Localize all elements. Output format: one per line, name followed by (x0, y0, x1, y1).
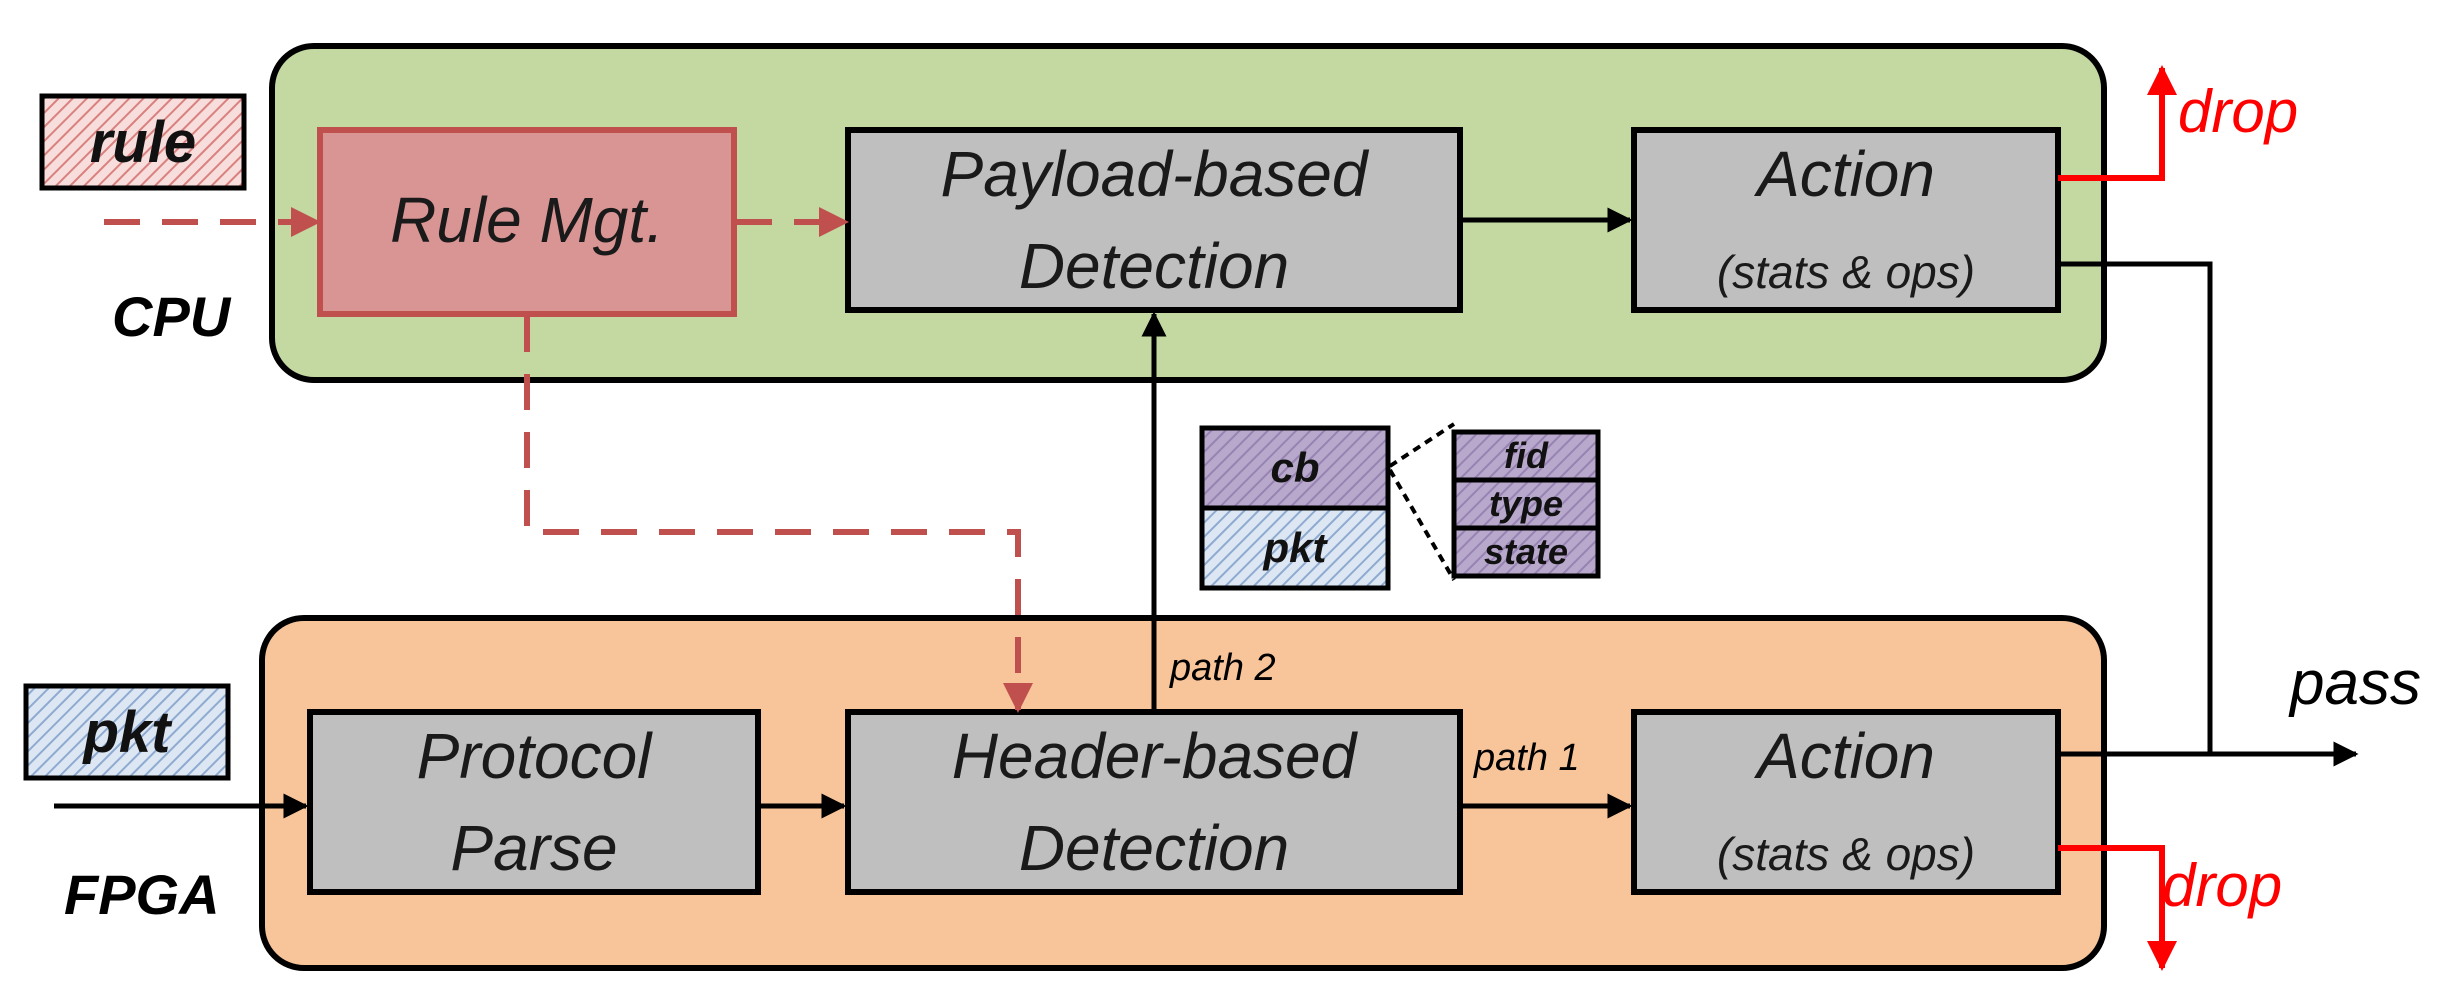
fpga-drop-label: drop (2162, 852, 2282, 919)
path2-label: path 2 (1169, 647, 1276, 689)
rule-input-label: rule (90, 110, 196, 175)
packet-format: cb pkt fid type state (1199, 422, 1601, 591)
payload-detection-label-1: Payload-based (941, 138, 1370, 210)
rule-input-tag (39, 93, 247, 191)
protocol-parse-label-1: Protocol (417, 720, 654, 792)
fpga-label: FPGA (64, 863, 220, 926)
cb-cell (1199, 425, 1391, 511)
cpu-drop-arrow (2058, 65, 2177, 181)
cpu-label: CPU (112, 285, 232, 348)
fid-label: fid (1504, 435, 1549, 476)
rule-mgt-box (317, 127, 737, 317)
type-label: type (1489, 483, 1563, 524)
fpga-action-box (1631, 709, 2061, 895)
protocol-parse-box (307, 709, 761, 895)
header-detection-label-2: Detection (1019, 812, 1289, 884)
payload-detection-box (845, 127, 1463, 313)
cb-label: cb (1270, 444, 1319, 491)
rule-mgt-label: Rule Mgt. (390, 184, 664, 256)
pkt-input-label: pkt (82, 700, 174, 765)
zoom-line-bottom (1388, 468, 1456, 582)
cpu-action-sublabel: (stats & ops) (1717, 246, 1975, 298)
fpga-action-sublabel: (stats & ops) (1717, 828, 1975, 880)
protocol-parse-label-2: Parse (450, 812, 617, 884)
payload-detection-label-2: Detection (1019, 230, 1289, 302)
fpga-drop-arrow (2058, 845, 2177, 971)
header-detection-box (845, 709, 1463, 895)
cpu-action-box (1631, 127, 2061, 313)
path1-label: path 1 (1473, 737, 1580, 779)
pass-label: pass (2288, 649, 2421, 718)
pkt-cell (1199, 505, 1391, 591)
cpu-drop-label: drop (2178, 78, 2298, 145)
state-label: state (1484, 531, 1568, 572)
zoom-line-top (1388, 422, 1456, 468)
header-detection-label-1: Header-based (952, 720, 1359, 792)
cpu-pass-line (2060, 261, 2213, 754)
fpga-action-label: Action (1753, 720, 1935, 792)
state-field (1451, 525, 1601, 579)
pkt-cell-label: pkt (1263, 524, 1329, 571)
cpu-action-label: Action (1753, 138, 1935, 210)
pkt-input-tag (23, 683, 231, 781)
